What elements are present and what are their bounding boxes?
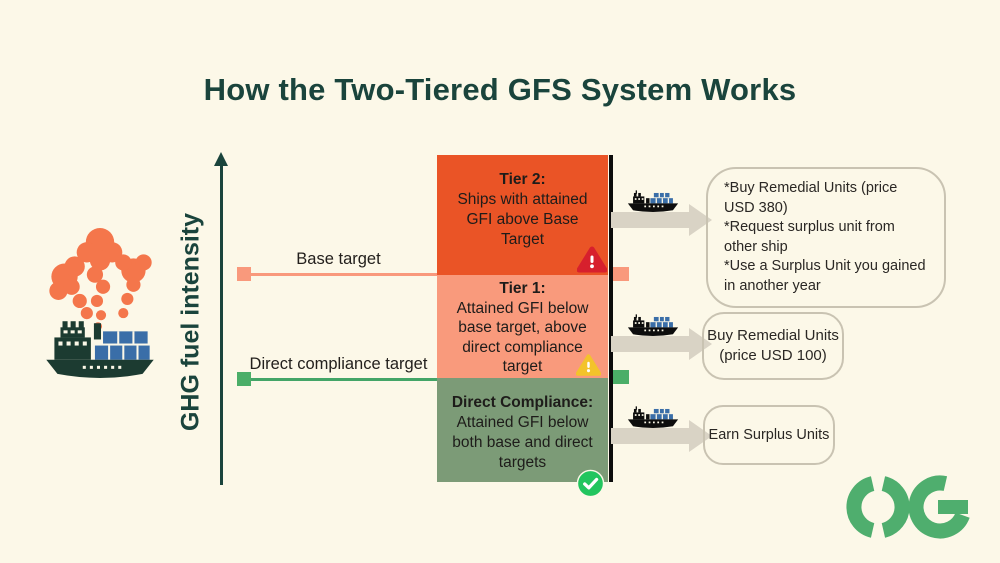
yellow-alert-triangle-icon (576, 354, 601, 376)
cargo-ship-icon (627, 406, 679, 429)
y-axis-line (220, 164, 223, 485)
boxes-right-divider-line (609, 155, 613, 482)
page-title: How the Two-Tiered GFS System Works (203, 72, 797, 107)
og-logo-text: OG (0, 0, 1, 1)
direct-compliance-outcome-bubble: Earn Surplus Units (703, 405, 835, 465)
tier1-body: Attained GFI below base target, above di… (456, 299, 589, 376)
base-target-line (244, 273, 437, 276)
outcome-line: Buy Remedial Units (707, 327, 839, 344)
outcome-line: *Buy Remedial Units (price USD 380) (724, 180, 898, 216)
outcome-line: *Request surplus unit from other ship (724, 219, 895, 255)
green-check-circle-icon (576, 469, 605, 498)
red-alert-triangle-icon (577, 246, 607, 273)
direct-compliance-body: Attained GFI below both base and direct … (452, 414, 593, 471)
outcome-line: (price USD 100) (719, 347, 827, 364)
cargo-ship-icon (627, 314, 679, 337)
outcome-line: *Use a Surplus Unit you gained in anothe… (724, 258, 926, 294)
tier2-heading: Tier 2: (499, 171, 546, 188)
tier2-body: Ships with attained GFI above Base Targe… (457, 191, 588, 248)
tier2-outcome-bubble: *Buy Remedial Units (price USD 380) *Req… (706, 167, 946, 308)
smoke-plumes-icon (49, 228, 152, 331)
y-axis-label: GHG fuel intensity (176, 212, 205, 432)
direct-compliance-right-marker (613, 370, 629, 384)
tier1-box: Tier 1: Attained GFI below base target, … (437, 275, 608, 378)
direct-compliance-target-line (244, 378, 437, 381)
y-axis-arrowhead-icon (214, 152, 228, 166)
flow-arrow (611, 420, 712, 452)
outcome-line: Earn Surplus Units (708, 427, 830, 443)
direct-compliance-heading: Direct Compliance: (451, 394, 594, 411)
tier2-box: Tier 2: Ships with attained GFI above Ba… (437, 155, 608, 275)
ship-hull-icon (46, 321, 154, 378)
base-target-marker (237, 267, 251, 281)
smoking-cargo-ship-icon (46, 228, 154, 378)
flow-arrow (611, 328, 712, 360)
tier1-heading: Tier 1: (499, 280, 546, 297)
direct-compliance-target-label: Direct compliance target (249, 355, 428, 373)
direct-compliance-target-marker (237, 372, 251, 386)
flow-arrow (611, 204, 712, 236)
og-logo (846, 475, 970, 539)
direct-compliance-box: Direct Compliance: Attained GFI below bo… (437, 378, 608, 482)
tier1-outcome-bubble: Buy Remedial Units (price USD 100) (702, 312, 844, 380)
base-target-label: Base target (296, 250, 381, 268)
cargo-ship-icon (627, 190, 679, 213)
base-target-right-marker (613, 267, 629, 281)
